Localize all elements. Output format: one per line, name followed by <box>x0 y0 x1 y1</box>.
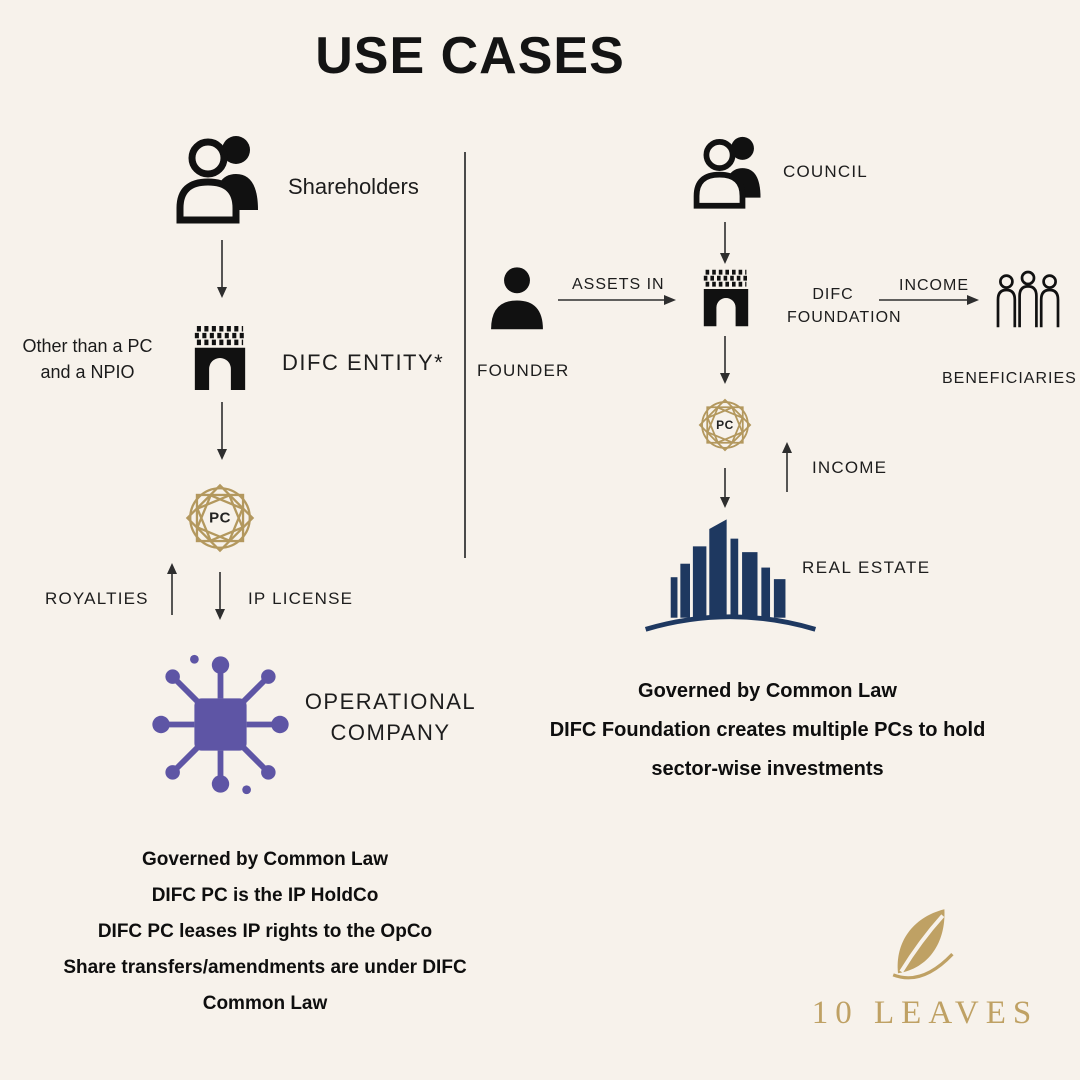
note-line: Governed by Common Law <box>638 680 897 702</box>
operational-company-label: OPERATIONAL COMPANY <box>298 686 483 748</box>
note-line: Share transfers/amendments are under DIF… <box>63 957 467 978</box>
operational-company-line2: COMPANY <box>330 720 451 745</box>
right-notes: Governed by Common Law DIFC Foundation c… <box>535 672 1000 789</box>
founder-icon <box>481 256 553 342</box>
pc-ornament-icon: PC <box>172 470 268 566</box>
pc-label: PC <box>209 509 231 527</box>
left-notes: Governed by Common Law DIFC PC is the IP… <box>30 842 500 1022</box>
arrow-down-icon <box>718 468 732 508</box>
council-icon <box>690 132 772 214</box>
arrow-down-icon <box>718 336 732 384</box>
leaf-logo-icon <box>882 902 962 987</box>
income-up-label: INCOME <box>812 458 888 477</box>
note-line: Common Law <box>202 993 328 1014</box>
note-line: Governed by Common Law <box>142 849 388 870</box>
note-line: DIFC Foundation creates multiple PCs to … <box>549 719 986 741</box>
ip-license-label: IP LICENSE <box>248 589 354 608</box>
difc-foundation-label: DIFC FOUNDATION <box>787 283 902 329</box>
pc-label: PC <box>716 418 734 432</box>
arrow-right-icon <box>879 293 979 307</box>
column-divider <box>464 152 466 558</box>
pc-ornament-icon: PC <box>688 388 762 462</box>
founder-label: FOUNDER <box>477 361 570 380</box>
income-right-label: INCOME <box>899 277 969 294</box>
note-line: DIFC PC leases IP rights to the OpCo <box>97 921 433 942</box>
council-label: COUNCIL <box>783 162 868 181</box>
difc-foundation-icon <box>696 266 756 330</box>
arrow-down-icon <box>213 572 227 620</box>
brand-logo-text: 10 LEAVES <box>811 995 1039 1031</box>
real-estate-label: REAL ESTATE <box>802 558 931 577</box>
shareholders-icon <box>172 130 272 230</box>
note-line: DIFC PC is the IP HoldCo <box>151 885 379 906</box>
arrow-right-icon <box>558 293 676 307</box>
beneficiaries-icon <box>992 266 1064 332</box>
difc-entity-icon <box>186 322 254 394</box>
operational-company-icon <box>148 652 293 797</box>
side-note: Other than a PC and a NPIO <box>5 333 170 385</box>
arrow-up-icon <box>165 563 179 615</box>
difc-foundation-line1: DIFC <box>812 286 854 303</box>
side-note-line1: Other than a PC <box>22 336 153 356</box>
real-estate-icon <box>633 502 828 637</box>
arrow-down-icon <box>215 402 229 460</box>
arrow-down-icon <box>215 240 229 298</box>
side-note-line2: and a NPIO <box>40 362 135 382</box>
shareholders-label: Shareholders <box>288 174 419 199</box>
note-line: sector-wise investments <box>651 758 884 780</box>
difc-entity-label: DIFC ENTITY* <box>282 350 445 375</box>
difc-foundation-line2: FOUNDATION <box>787 309 902 326</box>
arrow-up-icon <box>780 442 794 492</box>
beneficiaries-label: BENEFICIARIES <box>942 370 1077 387</box>
arrow-down-icon <box>718 222 732 264</box>
page-title: USE CASES <box>315 27 625 85</box>
operational-company-line1: OPERATIONAL <box>304 689 477 714</box>
assets-in-label: ASSETS IN <box>572 276 665 293</box>
royalties-label: ROYALTIES <box>45 589 149 608</box>
